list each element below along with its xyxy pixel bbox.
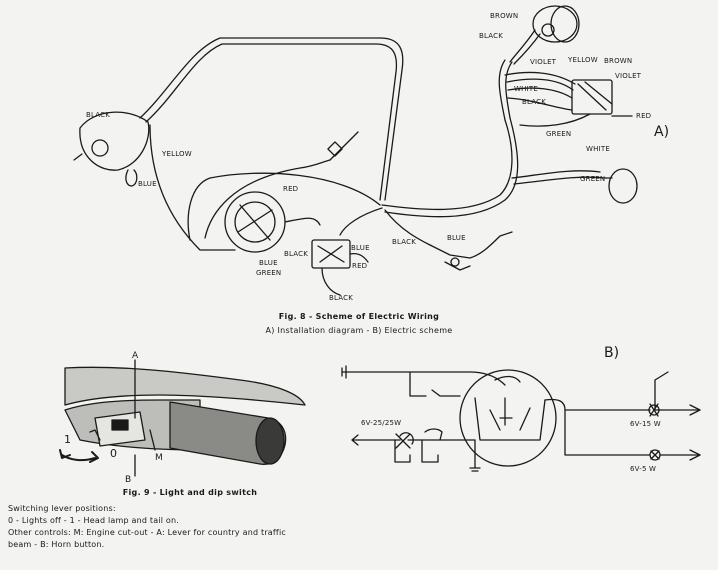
label-white-right: WHITE	[514, 85, 538, 93]
fig8-subtitle: A) Installation diagram - B) Electric sc…	[265, 326, 453, 335]
label-red-right: RED	[636, 112, 651, 120]
label-black-right: BLACK	[522, 98, 546, 106]
magneto	[224, 191, 321, 253]
label-red-mag: RED	[283, 185, 298, 193]
junction-box	[504, 71, 633, 127]
legend-line: 0 - Lights off - 1 - Head lamp and tail …	[8, 516, 180, 525]
marker-a: A)	[654, 124, 669, 140]
switch-illustration	[59, 359, 306, 477]
label-tail-bulb: 6V-15 W	[630, 420, 661, 428]
label-black-mag: BLACK	[284, 250, 308, 258]
label-black-left: BLACK	[86, 111, 110, 119]
label-black-reg: BLACK	[329, 294, 353, 302]
label-white-tail: WHITE	[586, 145, 610, 153]
spark-plug	[204, 131, 359, 239]
label-red-reg: RED	[352, 262, 367, 270]
label-yellow-right: YELLOW	[567, 56, 598, 64]
label-brown-right: BROWN	[604, 57, 632, 65]
legend-line: Switching lever positions:	[8, 504, 116, 513]
legend-line: beam - B: Horn button.	[8, 540, 105, 549]
main-harness	[139, 37, 606, 251]
label-violet-2: VIOLET	[615, 72, 642, 80]
label-green-tail: GREEN	[580, 175, 605, 183]
wire-labels: BROWN BLACK YELLOW BROWN VIOLET VIOLET W…	[86, 12, 651, 302]
callout-one: 1	[64, 433, 71, 446]
label-blue-reg: BLUE	[351, 244, 370, 252]
label-green-mag: GREEN	[256, 269, 281, 277]
fig9-legend: Switching lever positions: 0 - Lights of…	[8, 503, 286, 551]
fig8-title: Fig. 8 - Scheme of Electric Wiring	[278, 312, 440, 321]
label-blue-left: BLUE	[138, 180, 157, 188]
label-yellow-left: YELLOW	[161, 150, 192, 158]
label-headlamp-bulb: 6V-25/25W	[361, 419, 401, 427]
callout-b: B	[125, 475, 131, 485]
headlamp-assembly	[509, 5, 580, 65]
fig9-title: Fig. 9 - Light and dip switch	[122, 488, 258, 497]
label-black-horn: BLACK	[392, 238, 416, 246]
handlebar-switch	[73, 111, 150, 187]
tail-lamp	[604, 168, 638, 204]
label-violet-1: VIOLET	[530, 58, 557, 66]
regulator	[311, 239, 369, 296]
callout-m: M	[155, 453, 163, 463]
electric-scheme	[341, 365, 701, 472]
label-blue-horn: BLUE	[447, 234, 466, 242]
callout-a: A	[132, 351, 139, 361]
label-stop-bulb: 6V-5 W	[630, 465, 656, 473]
label-blue-mag: BLUE	[259, 259, 278, 267]
label-black-top: BLACK	[479, 32, 503, 40]
horn-pedal	[429, 231, 513, 271]
legend-line: Other controls: M: Engine cut-out - A: L…	[8, 528, 286, 537]
callout-zero: 0	[110, 447, 117, 460]
label-brown-top: BROWN	[490, 12, 518, 20]
label-green-right: GREEN	[546, 130, 571, 138]
marker-b: B)	[604, 345, 619, 361]
